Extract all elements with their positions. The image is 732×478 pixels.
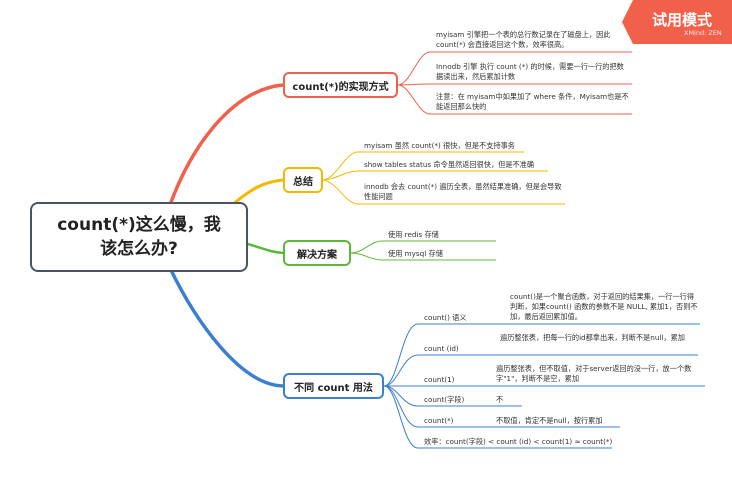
usage-desc-count-star: 不取值，肯定不是null，按行累加 — [496, 416, 603, 425]
usage-children-lines — [383, 323, 705, 449]
branch-usage[interactable]: 不同 count 用法 — [283, 373, 384, 399]
connector-summary — [231, 178, 284, 207]
branch-impl-label: count(*)的实现方式 — [292, 81, 389, 93]
usage-desc-count-field: 不 — [496, 395, 504, 404]
branch-impl[interactable]: count(*)的实现方式 — [283, 72, 398, 98]
impl-item-1[interactable]: myisam 引擎把一个表的总行数记录在了磁盘上，因此 count(*) 会直接… — [436, 30, 611, 49]
solution-item-1[interactable]: 使用 redis 存储 — [388, 230, 439, 239]
solution-children-lines — [349, 240, 496, 261]
summary-item-3[interactable]: innodb 会去 count(*) 遍历全表，虽然结果准确，但是会导致性能问题 — [364, 182, 562, 201]
summary-children-lines — [321, 151, 565, 205]
usage-key-count-id[interactable]: count (id) — [424, 344, 459, 353]
branch-summary[interactable]: 总结 — [283, 167, 323, 193]
branch-summary-label: 总结 — [293, 176, 313, 188]
central-topic-label: count(*)这么慢，我该怎么办? — [57, 215, 221, 259]
branch-solution[interactable]: 解决方案 — [283, 240, 351, 266]
solution-item-2[interactable]: 使用 mysql 存储 — [388, 249, 443, 258]
usage-desc-count-id: 遍历整张表，把每一行的id都拿出来，判断不是null，累加 — [500, 333, 685, 342]
summary-item-1[interactable]: myisam 虽然 count(*) 很快，但是不支持事务 — [364, 141, 515, 150]
central-topic[interactable]: count(*)这么慢，我该怎么办? — [30, 202, 248, 272]
usage-efficiency[interactable]: 效率：count(字段) < count (id) < count(1) ≈ c… — [424, 437, 613, 446]
branch-usage-label: 不同 count 用法 — [294, 382, 373, 394]
usage-key-count-1[interactable]: count(1) — [424, 375, 455, 384]
usage-key-count-star[interactable]: count(*) — [424, 416, 454, 425]
impl-children-lines — [397, 51, 632, 115]
branch-solution-label: 解决方案 — [297, 249, 337, 261]
badge-title: 试用模式 — [652, 11, 713, 29]
usage-key-count-field[interactable]: count(字段) — [424, 395, 465, 404]
connector-usage — [168, 267, 284, 388]
usage-key-count-semantics[interactable]: count() 语义 — [424, 313, 467, 322]
impl-item-2[interactable]: Innodb 引擎 执行 count (*) 的时候，需要一行一行的把数据读出来… — [436, 62, 624, 81]
badge-subtitle: XMind: ZEN — [684, 29, 722, 37]
usage-desc-count-1: 遍历整张表，但不取值，对于server返回的没一行，放一个数字"1"，判断不是空… — [496, 364, 692, 383]
impl-item-3[interactable]: 注意：在 myisam中如果加了 where 条件，Myisam也是不能返回那么… — [436, 92, 629, 111]
summary-item-2[interactable]: show tables status 命令虽然返回很快，但是不准确 — [364, 160, 535, 169]
trial-mode-badge[interactable]: 试用模式 XMind: ZEN — [622, 0, 732, 44]
usage-desc-count-semantics: count()是一个聚合函数，对于返回的结果集，一行一行得判断，如果count(… — [510, 292, 698, 321]
connector-impl — [168, 83, 284, 206]
